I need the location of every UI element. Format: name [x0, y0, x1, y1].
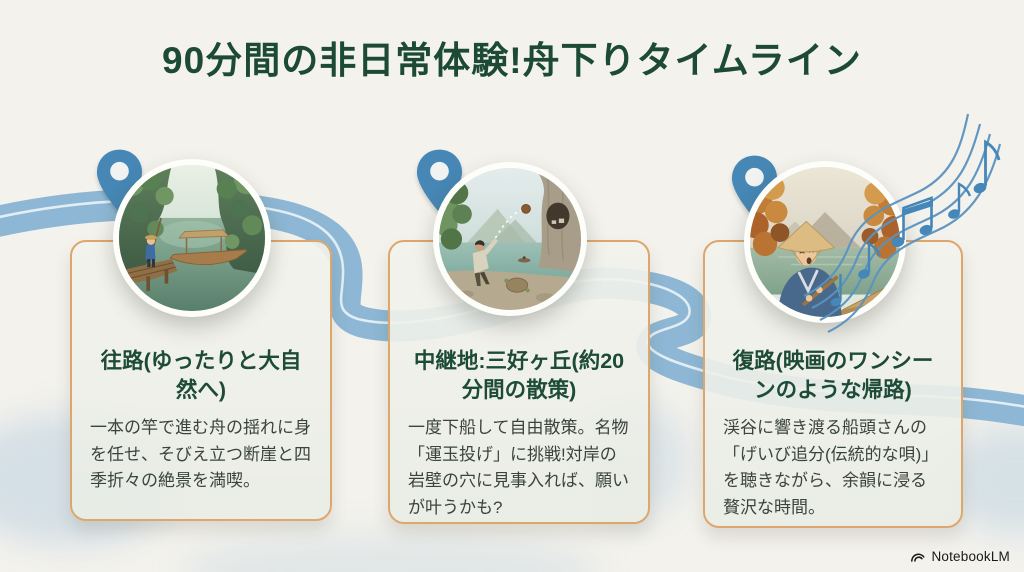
- card-body: 一本の竿で進む舟の揺れに身を任せ、そびえ立つ断崖と四季折々の絶景を満喫。: [90, 418, 311, 491]
- card-body: 渓谷に響き渡る船頭さんの「げいび追分(伝統的な唄)」を聴きながら、余韻に浸る贅沢…: [723, 418, 939, 517]
- page-title: 90分間の非日常体験!舟下りタイムライン: [162, 40, 862, 81]
- card-heading: 復路(映画のワンシーンのような帰路): [732, 349, 934, 403]
- card-heading: 往路(ゆったりと大自然へ): [100, 349, 302, 403]
- notebooklm-logo-icon: [911, 553, 925, 562]
- lucky-ball-throw-illustration: [439, 168, 581, 310]
- timeline-card-midpoint: 中継地:三好ヶ丘(約20分間の散策) 一度下船して自由散策。名物「運玉投げ」に挑…: [388, 240, 650, 524]
- stop-photo-green-gorge-boat: [113, 159, 271, 317]
- card-heading: 中継地:三好ヶ丘(約20分間の散策): [413, 349, 625, 403]
- green-gorge-boat-illustration: [119, 165, 265, 311]
- card-body: 一度下船して自由散策。名物「運玉投げ」に挑戦!対岸の岩壁の穴に見事入れば、願いが…: [408, 418, 629, 517]
- music-notes-icon: [803, 113, 1002, 333]
- notebooklm-watermark: NotebookLM: [910, 549, 1010, 564]
- timeline-card-outbound: 往路(ゆったりと大自然へ) 一本の竿で進む舟の揺れに身を任せ、そびえ立つ断崖と四…: [70, 240, 332, 521]
- stop-photo-ball-throw: [433, 162, 587, 316]
- watermark-label: NotebookLM: [931, 549, 1010, 564]
